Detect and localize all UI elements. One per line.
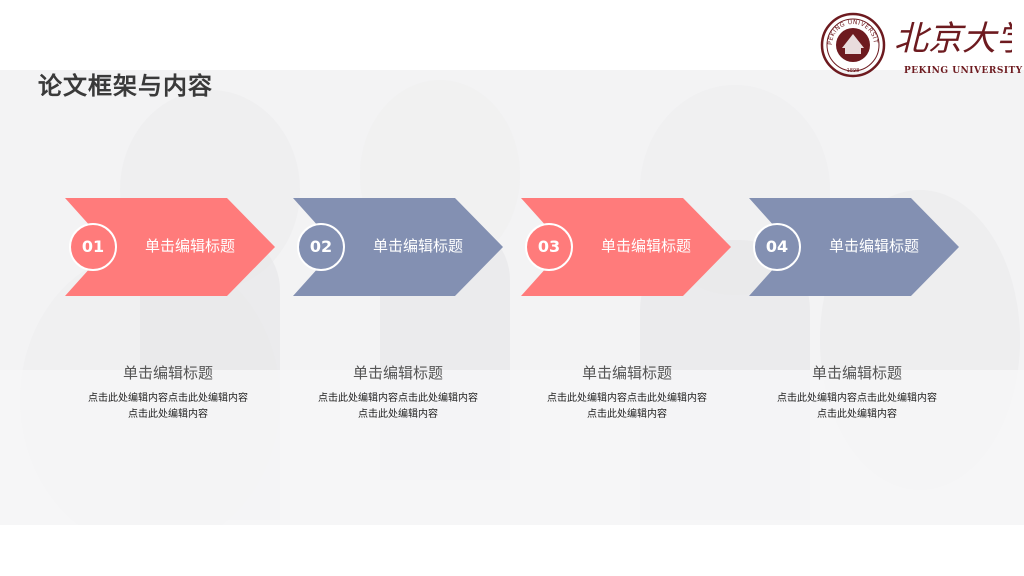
step-4-description[interactable]: 单击编辑标题 点击此处编辑内容点击此处编辑内容点击此处编辑内容 <box>752 362 962 423</box>
logo-script-text: 北京大学 <box>894 19 1012 58</box>
description-title[interactable]: 单击编辑标题 <box>122 364 213 382</box>
step-4[interactable]: 04 单击编辑标题 <box>749 198 959 296</box>
seal-year: 1898 <box>847 68 860 74</box>
step-3-description[interactable]: 单击编辑标题 点击此处编辑内容点击此处编辑内容点击此处编辑内容 <box>522 362 732 423</box>
calligraphy-logo-icon: 北京大学 <box>894 19 1012 58</box>
step-number-badge: 02 <box>297 223 345 271</box>
seal-icon: PEKING UNIVERSITY 1898 <box>820 12 886 78</box>
page-title: 论文框架与内容 <box>38 72 213 100</box>
description-title[interactable]: 单击编辑标题 <box>581 364 672 382</box>
step-title[interactable]: 单击编辑标题 <box>829 237 920 255</box>
description-title[interactable]: 单击编辑标题 <box>352 364 443 382</box>
step-number-badge: 03 <box>525 223 573 271</box>
step-3[interactable]: 03 单击编辑标题 <box>521 198 731 296</box>
university-logo: PEKING UNIVERSITY 1898 北京大学 PEKING UNIVE… <box>820 12 1022 80</box>
step-arrow-shape <box>65 198 275 296</box>
step-number-badge: 04 <box>753 223 801 271</box>
step-number-badge: 01 <box>69 223 117 271</box>
step-1-description[interactable]: 单击编辑标题 点击此处编辑内容点击此处编辑内容点击此处编辑内容 <box>63 362 273 423</box>
description-body[interactable]: 点击此处编辑内容点击此处编辑内容点击此处编辑内容 <box>777 393 937 420</box>
description-title[interactable]: 单击编辑标题 <box>811 364 902 382</box>
step-arrow-shape <box>521 198 731 296</box>
description-body[interactable]: 点击此处编辑内容点击此处编辑内容点击此处编辑内容 <box>88 393 248 420</box>
step-2[interactable]: 02 单击编辑标题 <box>293 198 503 296</box>
step-2-description[interactable]: 单击编辑标题 点击此处编辑内容点击此处编辑内容点击此处编辑内容 <box>293 362 503 423</box>
description-body[interactable]: 点击此处编辑内容点击此处编辑内容点击此处编辑内容 <box>547 393 707 420</box>
step-1[interactable]: 01 单击编辑标题 <box>65 198 275 296</box>
logo-english-text: PEKING UNIVERSITY <box>904 66 1023 76</box>
background-photo <box>0 70 1024 525</box>
step-title[interactable]: 单击编辑标题 <box>145 237 236 255</box>
description-body[interactable]: 点击此处编辑内容点击此处编辑内容点击此处编辑内容 <box>318 393 478 420</box>
step-arrow-shape <box>749 198 959 296</box>
step-title[interactable]: 单击编辑标题 <box>373 237 464 255</box>
step-title[interactable]: 单击编辑标题 <box>601 237 692 255</box>
step-arrow-shape <box>293 198 503 296</box>
